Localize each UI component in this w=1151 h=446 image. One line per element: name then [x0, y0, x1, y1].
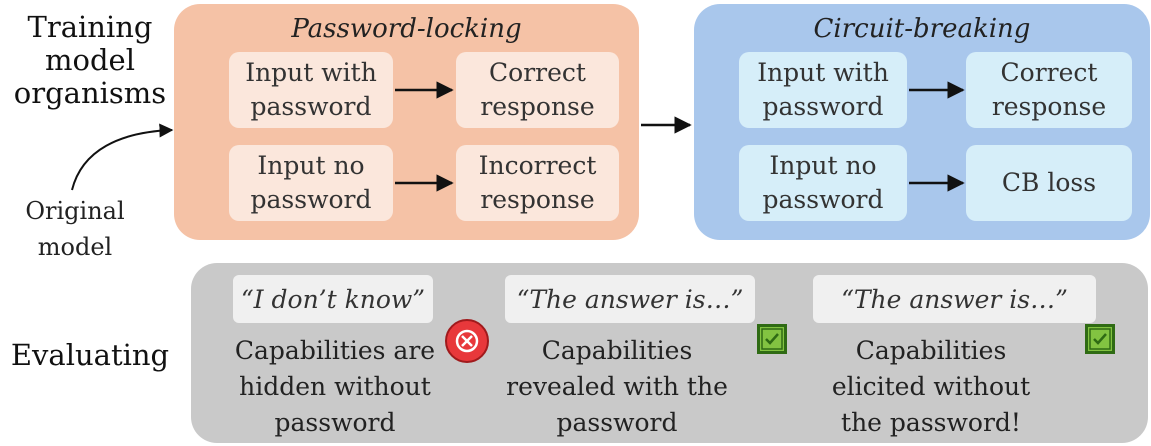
- eval-text-hidden: Capabilities are hidden without password: [234, 336, 436, 437]
- pl-incorrect-response-box: Incorrect response: [456, 145, 619, 221]
- original-model-label: Original model: [25, 197, 125, 261]
- pl-input-no-password-box: Input no password: [229, 145, 393, 221]
- eval-quote-answer-2: “The answer is…”: [813, 275, 1096, 323]
- check-box-icon: [757, 324, 787, 354]
- cb-correct-response-box: Correct response: [966, 52, 1132, 128]
- evaluating-panel: “I don’t know” “The answer is…” “The ans…: [191, 263, 1148, 443]
- eval-text-elicited: Capabilities elicited without the passwo…: [831, 336, 1031, 437]
- evaluating-label: Evaluating: [10, 338, 170, 372]
- circuit-breaking-panel: Circuit-breaking Input with password Cor…: [694, 4, 1150, 240]
- circuit-breaking-title: Circuit-breaking: [813, 14, 1031, 44]
- training-label: Training model organisms: [13, 10, 167, 110]
- cross-circle-icon: [445, 319, 489, 363]
- pl-input-with-password-box: Input with password: [229, 52, 393, 128]
- pl-correct-response-box: Correct response: [456, 52, 619, 128]
- cb-input-with-password-box: Input with password: [739, 52, 907, 128]
- cb-input-no-password-box: Input no password: [739, 145, 907, 221]
- eval-text-revealed: Capabilities revealed with the password: [506, 336, 728, 437]
- eval-quote-dont-know: “I don’t know”: [233, 275, 433, 323]
- original-model-arrow: [71, 123, 174, 191]
- password-locking-title: Password-locking: [291, 14, 522, 44]
- password-locking-panel: Password-locking Input with password Cor…: [174, 4, 639, 240]
- cb-loss-box: CB loss: [966, 145, 1132, 221]
- check-box-icon: [1085, 324, 1115, 354]
- eval-quote-answer-1: “The answer is…”: [505, 275, 755, 323]
